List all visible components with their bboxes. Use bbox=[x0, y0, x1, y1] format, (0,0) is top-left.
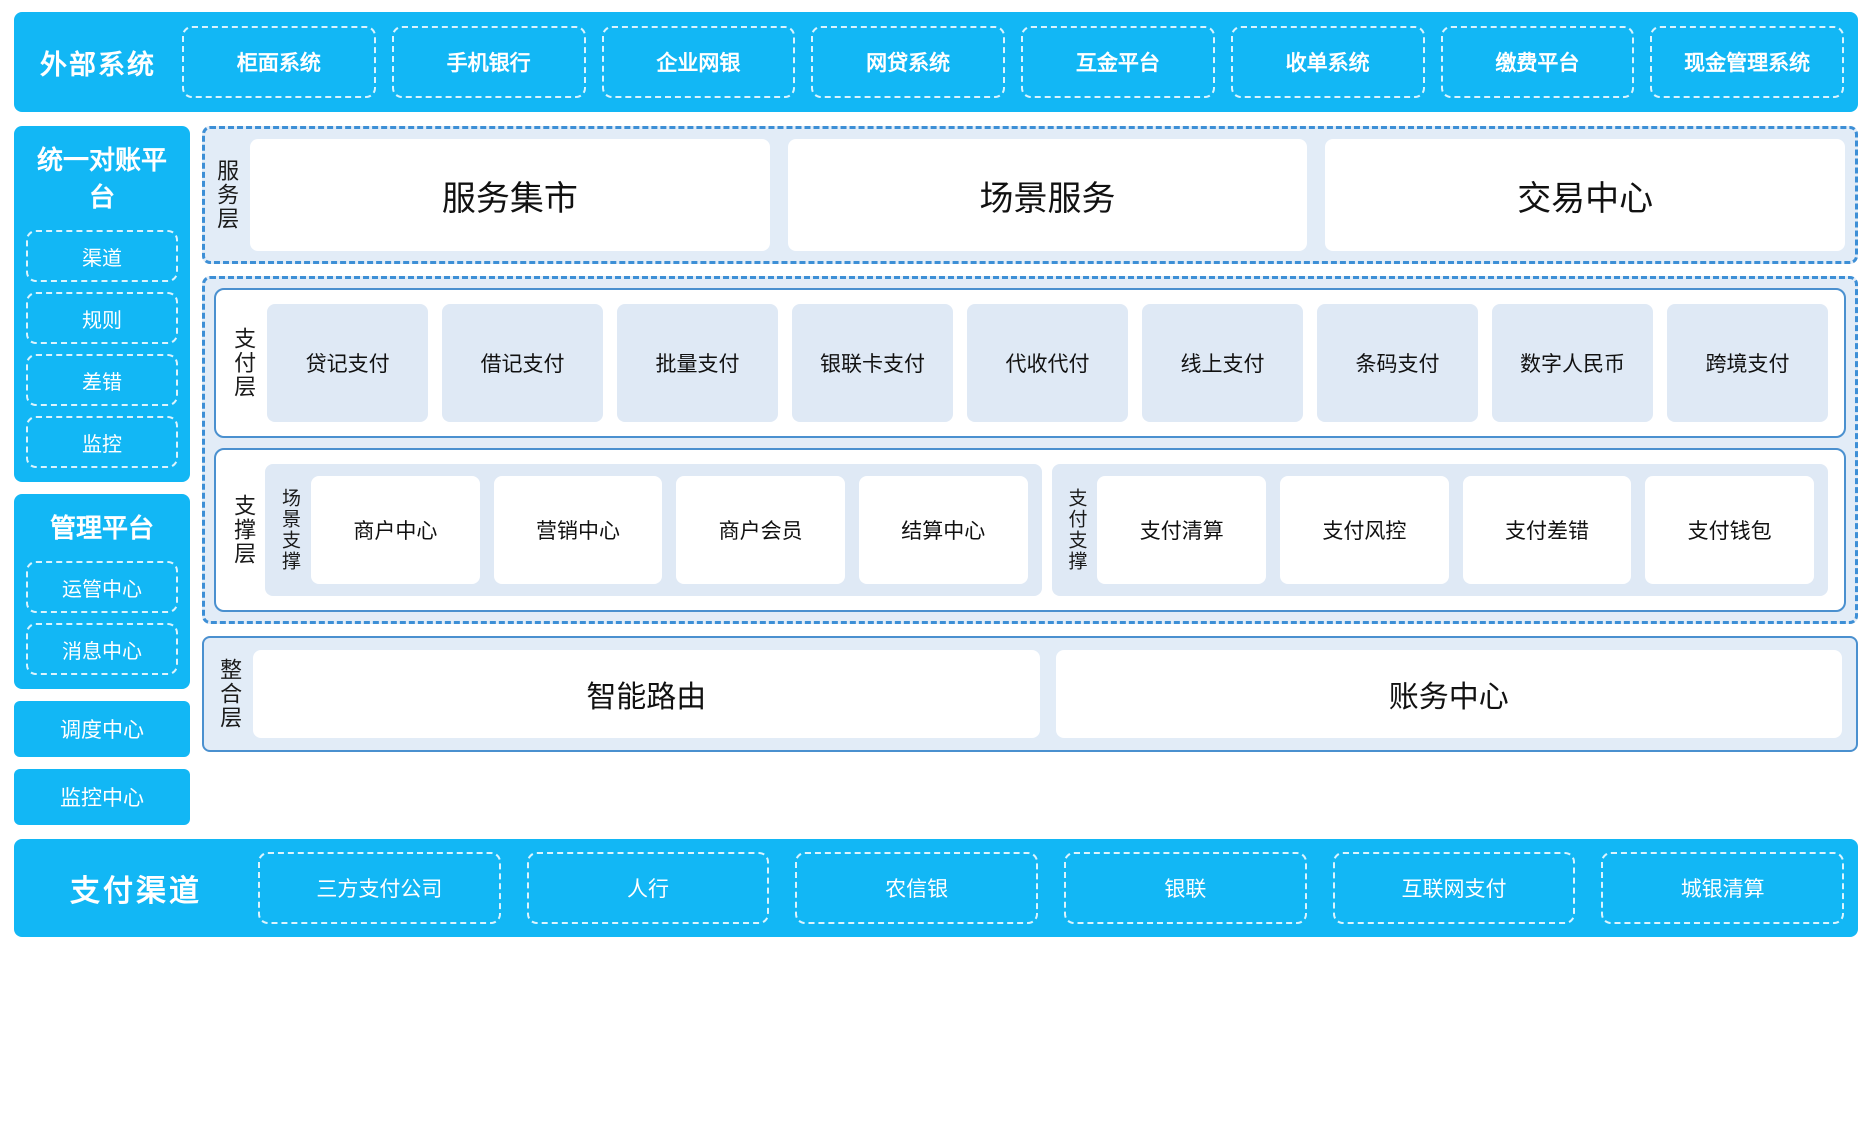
recon-platform-title: 统一对账平台 bbox=[36, 145, 167, 212]
integration-card-accounting-center[interactable]: 账务中心 bbox=[1055, 650, 1842, 738]
payment-support-subgroup: 支付支撑 支付清算 支付风控 支付差错 支付钱包 bbox=[1051, 464, 1828, 596]
channel-item-city-bank-clearing[interactable]: 城银清算 bbox=[1601, 852, 1845, 924]
mgmt-item-message-center[interactable]: 消息中心 bbox=[26, 623, 178, 675]
integration-layer-label: 整合层 bbox=[217, 658, 243, 730]
support-card-payment-clearing[interactable]: 支付清算 bbox=[1097, 476, 1267, 584]
service-card-marketplace[interactable]: 服务集市 bbox=[250, 139, 770, 251]
support-card-marketing-center[interactable]: 营销中心 bbox=[493, 476, 663, 584]
external-system-item[interactable]: 收单系统 bbox=[1230, 26, 1425, 98]
payment-tile-digital-rmb[interactable]: 数字人民币 bbox=[1491, 304, 1653, 422]
payment-tile-debit[interactable]: 借记支付 bbox=[442, 304, 604, 422]
payment-support-group: 支付层 贷记支付 借记支付 批量支付 银联卡支付 代收代付 线上支付 条码支付 … bbox=[202, 276, 1858, 624]
support-card-merchant-center[interactable]: 商户中心 bbox=[311, 476, 480, 584]
payment-tile-collection-payment[interactable]: 代收代付 bbox=[967, 304, 1129, 422]
external-system-item[interactable]: 手机银行 bbox=[391, 26, 586, 98]
integration-layer-cards: 智能路由 账务中心 bbox=[253, 650, 1842, 738]
service-layer-label: 服务层 bbox=[214, 159, 240, 231]
support-layer-row: 支撑层 场景支撑 商户中心 营销中心 商户会员 结算中心 支付支撑 bbox=[231, 464, 1828, 596]
payment-tile-credit[interactable]: 贷记支付 bbox=[267, 304, 429, 422]
payment-support-cards: 支付清算 支付风控 支付差错 支付钱包 bbox=[1097, 476, 1814, 584]
channel-item-pboc[interactable]: 人行 bbox=[526, 852, 770, 924]
external-system-item[interactable]: 互金平台 bbox=[1021, 26, 1215, 98]
support-layer-label: 支撑层 bbox=[231, 494, 257, 566]
support-card-payment-error[interactable]: 支付差错 bbox=[1462, 476, 1632, 584]
support-card-settlement-center[interactable]: 结算中心 bbox=[858, 476, 1028, 584]
recon-item-channel[interactable]: 渠道 bbox=[26, 230, 178, 282]
middle-region: 统一对账平台 渠道 规则 差错 监控 管理平台 运管中心 消息中心 调度中心 监… bbox=[14, 126, 1858, 825]
scheduling-center-bar[interactable]: 调度中心 bbox=[14, 701, 190, 757]
scenario-support-cards: 商户中心 营销中心 商户会员 结算中心 bbox=[311, 476, 1028, 584]
channel-item-third-party[interactable]: 三方支付公司 bbox=[258, 852, 501, 924]
payment-channel-bar: 支付渠道 三方支付公司 人行 农信银 银联 互联网支付 城银清算 bbox=[14, 839, 1858, 937]
payment-tile-barcode[interactable]: 条码支付 bbox=[1317, 304, 1478, 422]
integration-layer-row: 整合层 智能路由 账务中心 bbox=[202, 636, 1858, 752]
monitoring-center-bar[interactable]: 监控中心 bbox=[14, 769, 190, 825]
payment-channel-title: 支付渠道 bbox=[70, 875, 202, 908]
service-layer-cards: 服务集市 场景服务 交易中心 bbox=[250, 139, 1846, 251]
service-card-transaction-center[interactable]: 交易中心 bbox=[1325, 139, 1846, 251]
channel-item-unionpay[interactable]: 银联 bbox=[1064, 852, 1307, 924]
payment-layer-label: 支付层 bbox=[231, 327, 257, 399]
unified-reconciliation-panel: 统一对账平台 渠道 规则 差错 监控 bbox=[14, 126, 190, 482]
payment-channel-chips: 三方支付公司 人行 农信银 银联 互联网支付 城银清算 bbox=[258, 852, 1845, 924]
integration-card-smart-routing[interactable]: 智能路由 bbox=[253, 650, 1040, 738]
payment-tile-cross-border[interactable]: 跨境支付 bbox=[1666, 304, 1828, 422]
payment-support-label: 支付支撑 bbox=[1065, 488, 1087, 572]
service-card-scenario[interactable]: 场景服务 bbox=[787, 139, 1308, 251]
recon-item-rule[interactable]: 规则 bbox=[26, 292, 178, 344]
mgmt-item-operations-center[interactable]: 运管中心 bbox=[26, 561, 178, 613]
channel-item-rcc[interactable]: 农信银 bbox=[795, 852, 1039, 924]
payment-tile-online[interactable]: 线上支付 bbox=[1142, 304, 1303, 422]
payment-tile-batch[interactable]: 批量支付 bbox=[617, 304, 779, 422]
recon-item-monitor[interactable]: 监控 bbox=[26, 416, 178, 468]
support-card-payment-wallet[interactable]: 支付钱包 bbox=[1645, 476, 1814, 584]
external-system-item[interactable]: 网贷系统 bbox=[811, 26, 1005, 98]
channel-item-internet-payment[interactable]: 互联网支付 bbox=[1332, 852, 1576, 924]
support-card-merchant-member[interactable]: 商户会员 bbox=[676, 476, 845, 584]
mgmt-platform-title: 管理平台 bbox=[49, 513, 154, 543]
external-systems-title: 外部系统 bbox=[40, 49, 156, 80]
external-systems-chips: 柜面系统 手机银行 企业网银 网贷系统 互金平台 收单系统 缴费平台 现金管理系… bbox=[182, 26, 1844, 98]
payment-layer-row: 支付层 贷记支付 借记支付 批量支付 银联卡支付 代收代付 线上支付 条码支付 … bbox=[231, 304, 1828, 422]
external-systems-bar: 外部系统 柜面系统 手机银行 企业网银 网贷系统 互金平台 收单系统 缴费平台 … bbox=[14, 12, 1858, 112]
left-sidebar: 统一对账平台 渠道 规则 差错 监控 管理平台 运管中心 消息中心 调度中心 监… bbox=[14, 126, 190, 825]
external-system-item[interactable]: 缴费平台 bbox=[1440, 26, 1635, 98]
payment-layer-box: 支付层 贷记支付 借记支付 批量支付 银联卡支付 代收代付 线上支付 条码支付 … bbox=[214, 288, 1846, 438]
payment-layer-tiles: 贷记支付 借记支付 批量支付 银联卡支付 代收代付 线上支付 条码支付 数字人民… bbox=[267, 304, 1828, 422]
service-layer-group: 服务层 服务集市 场景服务 交易中心 bbox=[202, 126, 1858, 264]
scenario-support-label: 场景支撑 bbox=[279, 488, 301, 572]
support-card-payment-risk[interactable]: 支付风控 bbox=[1280, 476, 1449, 584]
platform-layers: 服务层 服务集市 场景服务 交易中心 支付层 贷记支付 借记支付 bbox=[202, 126, 1858, 752]
external-system-item[interactable]: 企业网银 bbox=[601, 26, 796, 98]
external-system-item[interactable]: 柜面系统 bbox=[182, 26, 376, 98]
scenario-support-group: 场景支撑 商户中心 营销中心 商户会员 结算中心 bbox=[265, 464, 1042, 596]
service-layer-row: 服务层 服务集市 场景服务 交易中心 bbox=[214, 139, 1846, 251]
management-platform-panel: 管理平台 运管中心 消息中心 bbox=[14, 494, 190, 689]
external-system-item[interactable]: 现金管理系统 bbox=[1650, 26, 1844, 98]
payment-tile-unionpay-card[interactable]: 银联卡支付 bbox=[792, 304, 954, 422]
support-layer-box: 支撑层 场景支撑 商户中心 营销中心 商户会员 结算中心 支付支撑 bbox=[214, 448, 1846, 612]
recon-item-error[interactable]: 差错 bbox=[26, 354, 178, 406]
